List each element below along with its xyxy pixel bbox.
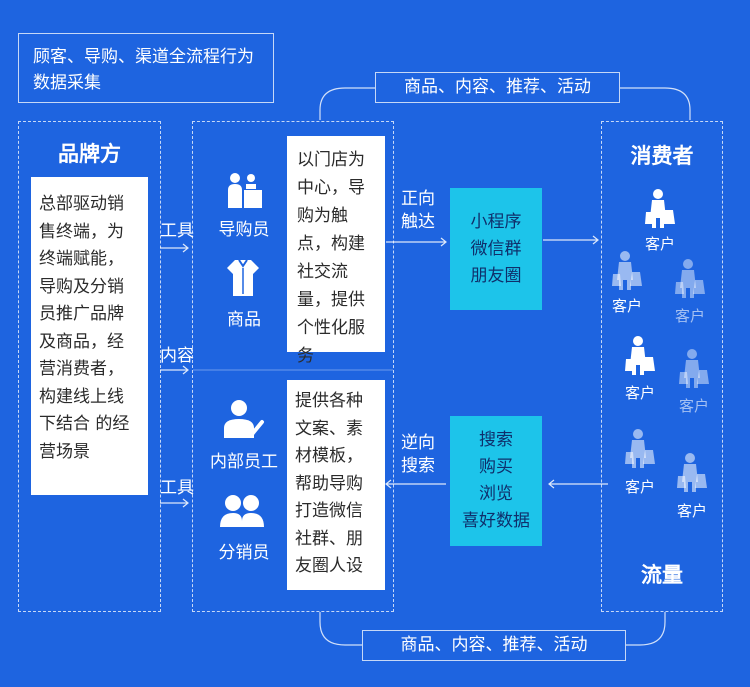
customer-label: 客户 <box>676 502 707 520</box>
customer-icon <box>612 251 642 290</box>
brand-title: 品牌方 <box>58 142 121 166</box>
customer-icon <box>675 259 705 298</box>
customer-label: 客户 <box>624 384 655 402</box>
label-content: 内容 <box>160 346 194 366</box>
arrow-from-consumers <box>548 479 608 489</box>
bottom-loop-left-line <box>319 612 362 646</box>
arrow-reverse <box>385 479 446 489</box>
customer-icon <box>645 189 675 228</box>
top-loop-left-line <box>319 87 375 120</box>
arrow-tool-bottom <box>160 498 189 508</box>
middle-panel <box>192 121 394 612</box>
loop-label-top: 商品、内容、推荐、活动 <box>375 72 620 103</box>
customer-icon <box>677 453 707 492</box>
customer-label: 客户 <box>644 235 675 253</box>
top-loop-right-line <box>620 87 691 120</box>
distributor-group-icon <box>220 495 264 527</box>
arrow-content <box>160 365 189 375</box>
label-forward-reach: 正向 触达 <box>401 189 435 232</box>
bottom-loop-right-line <box>626 612 666 646</box>
label-tool-top: 工具 <box>160 221 194 241</box>
customer-icon <box>625 429 655 468</box>
shopping-guide-icon <box>228 173 262 208</box>
label-reverse-search: 逆向 搜索 <box>401 433 435 476</box>
customer-label: 客户 <box>624 478 655 496</box>
store-center-card: 以门店为中心，导购为触点，构建社交流量，提供个性化服务 <box>287 136 385 366</box>
label-tool-bottom: 工具 <box>160 478 194 498</box>
arrow-to-consumers <box>543 235 599 245</box>
arrow-forward <box>386 237 447 247</box>
arrow-tool-top <box>160 243 189 253</box>
data-collection-note: 顾客、导购、渠道全流程行为数据采集 <box>18 33 274 103</box>
role-internal-employee: 内部员工 <box>210 452 278 472</box>
clothing-icon <box>227 259 259 296</box>
customer-label: 客户 <box>611 297 642 315</box>
consumer-panel: 消费者 流量 <box>601 121 723 612</box>
behavior-data-text: 搜索 购买 浏览 喜好数据 <box>462 430 530 531</box>
role-goods: 商品 <box>227 310 261 330</box>
customer-label: 客户 <box>674 307 705 325</box>
channels-card: 小程序 微信群 朋友圈 <box>450 188 542 310</box>
employee-icon <box>224 400 264 438</box>
consumer-title: 消费者 <box>630 144 694 168</box>
material-template-card: 提供各种文案、素材模板，帮助导购打造微信社群、朋友圈人设 <box>287 380 385 590</box>
brand-panel: 品牌方 总部驱动销售终端，为终端赋能，导购及分销员推广品牌及商品，经营消费者，构… <box>18 121 161 612</box>
role-distributor: 分销员 <box>218 543 270 563</box>
data-collection-note-text: 顾客、导购、渠道全流程行为数据采集 <box>33 47 254 93</box>
channels-text: 小程序 微信群 朋友圈 <box>470 211 522 286</box>
customer-icon <box>625 336 655 375</box>
customer-icon <box>679 349 709 388</box>
loop-label-bottom: 商品、内容、推荐、活动 <box>362 630 626 661</box>
role-shopping-guide: 导购员 <box>218 220 270 240</box>
customer-label: 客户 <box>678 397 709 415</box>
behavior-data-card: 搜索 购买 浏览 喜好数据 <box>450 416 542 546</box>
brand-description: 总部驱动销售终端，为终端赋能，导购及分销员推广品牌及商品，经营消费者，构建线上线… <box>31 177 148 495</box>
traffic-label: 流量 <box>641 563 683 587</box>
